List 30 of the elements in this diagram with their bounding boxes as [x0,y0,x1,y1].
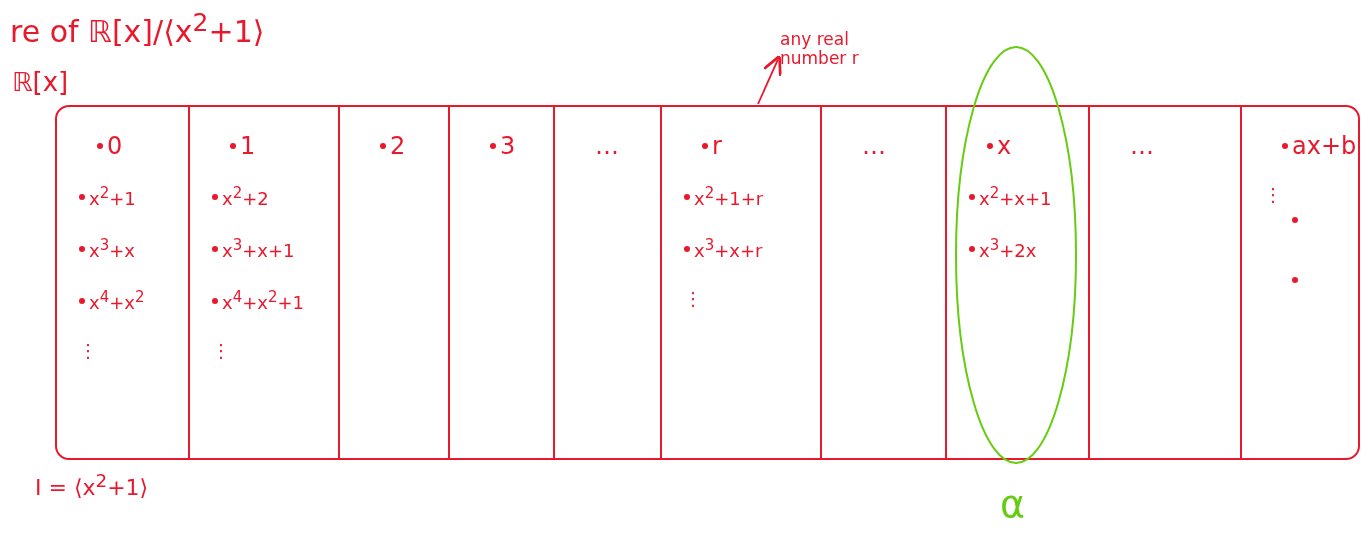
coset-element: ⋮ [684,288,702,309]
coset-element: x$^{4}$+x$^{2}$ [89,288,145,313]
coset-element: ⋮ [79,340,97,361]
coset-element: ⋮ [212,340,230,361]
coset-representative: 1 [240,132,256,160]
coset-element: x$^{3}$+x+1 [222,236,295,261]
coset-element: x$^{2}$+x+1 [979,184,1052,209]
coset-representative: … [862,132,886,160]
leader-arrow [757,54,782,105]
coset-element: x$^{3}$+x [89,236,135,261]
coset-representative: 2 [390,132,406,160]
coset-element: x$^{2}$+1 [89,184,136,209]
ideal-label: I = ⟨x$^{2}$+1⟩ [35,470,149,501]
ellipse-label: α [1000,482,1026,526]
title: re of ℝ[x]/⟨x$^{2}$+1⟩ [10,8,265,49]
coset-element: x$^{2}$+2 [222,184,269,209]
set-heading: ℝ[x] [12,67,69,97]
coset-representative: … [595,132,619,160]
coset-element: x$^{2}$+1+r [694,184,764,209]
coset-representative: 0 [107,132,123,160]
coset-element: x$^{4}$+x$^{2}$+1 [222,288,305,313]
coset-element: x$^{3}$+2x [979,236,1037,261]
coset-element: x$^{3}$+x+r [694,236,763,261]
coset-representative: ax+b [1292,132,1357,160]
coset-representative: … [1130,132,1154,160]
coset-representative: r [712,132,722,160]
coset-representative: 3 [500,132,516,160]
coset-element: ⋮ [1264,184,1282,205]
annotation-note: any real number r [780,30,890,68]
coset-representative: x [997,132,1012,160]
